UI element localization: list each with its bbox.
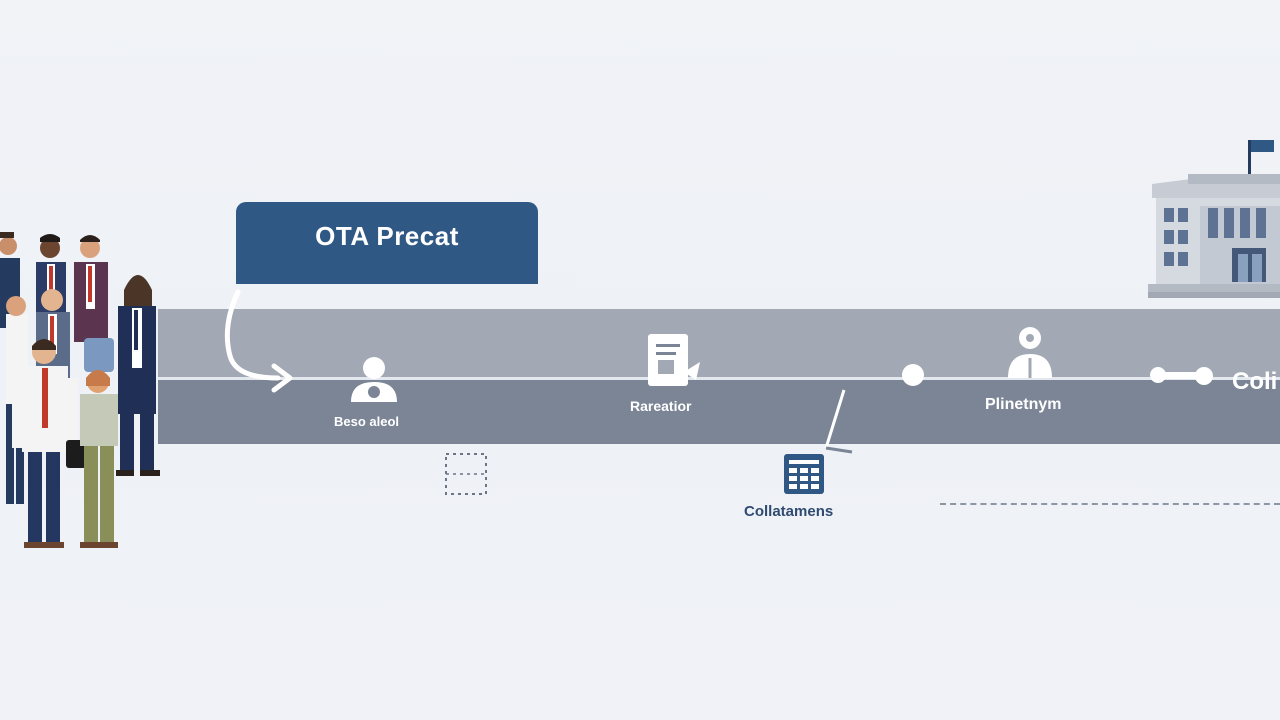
process-band-bottom — [158, 378, 1280, 444]
process-title: OTA Precat — [236, 202, 538, 284]
government-building-illustration — [1148, 140, 1280, 298]
below-label-1: Collatamens — [744, 503, 834, 520]
step-label-1: Beso aleol — [334, 414, 400, 429]
process-band-divider — [158, 377, 1280, 380]
dashed-connector — [940, 503, 1280, 505]
people-group-illustration — [0, 232, 160, 548]
user-group-icon — [1008, 327, 1052, 378]
step-label-3: Plinetnym — [985, 396, 1062, 413]
placeholder-box-icon — [445, 453, 487, 495]
pointer-line — [824, 389, 853, 454]
step-label-4: Coli — [1232, 368, 1278, 395]
person-icon — [351, 357, 397, 402]
entry-arrow-icon — [224, 289, 293, 393]
process-band-top — [158, 309, 1280, 379]
node-dot — [902, 364, 924, 386]
table-icon — [784, 454, 824, 494]
connector-icon — [1150, 367, 1213, 385]
document-icon — [648, 334, 700, 386]
step-label-2: Rareatior — [630, 398, 692, 414]
